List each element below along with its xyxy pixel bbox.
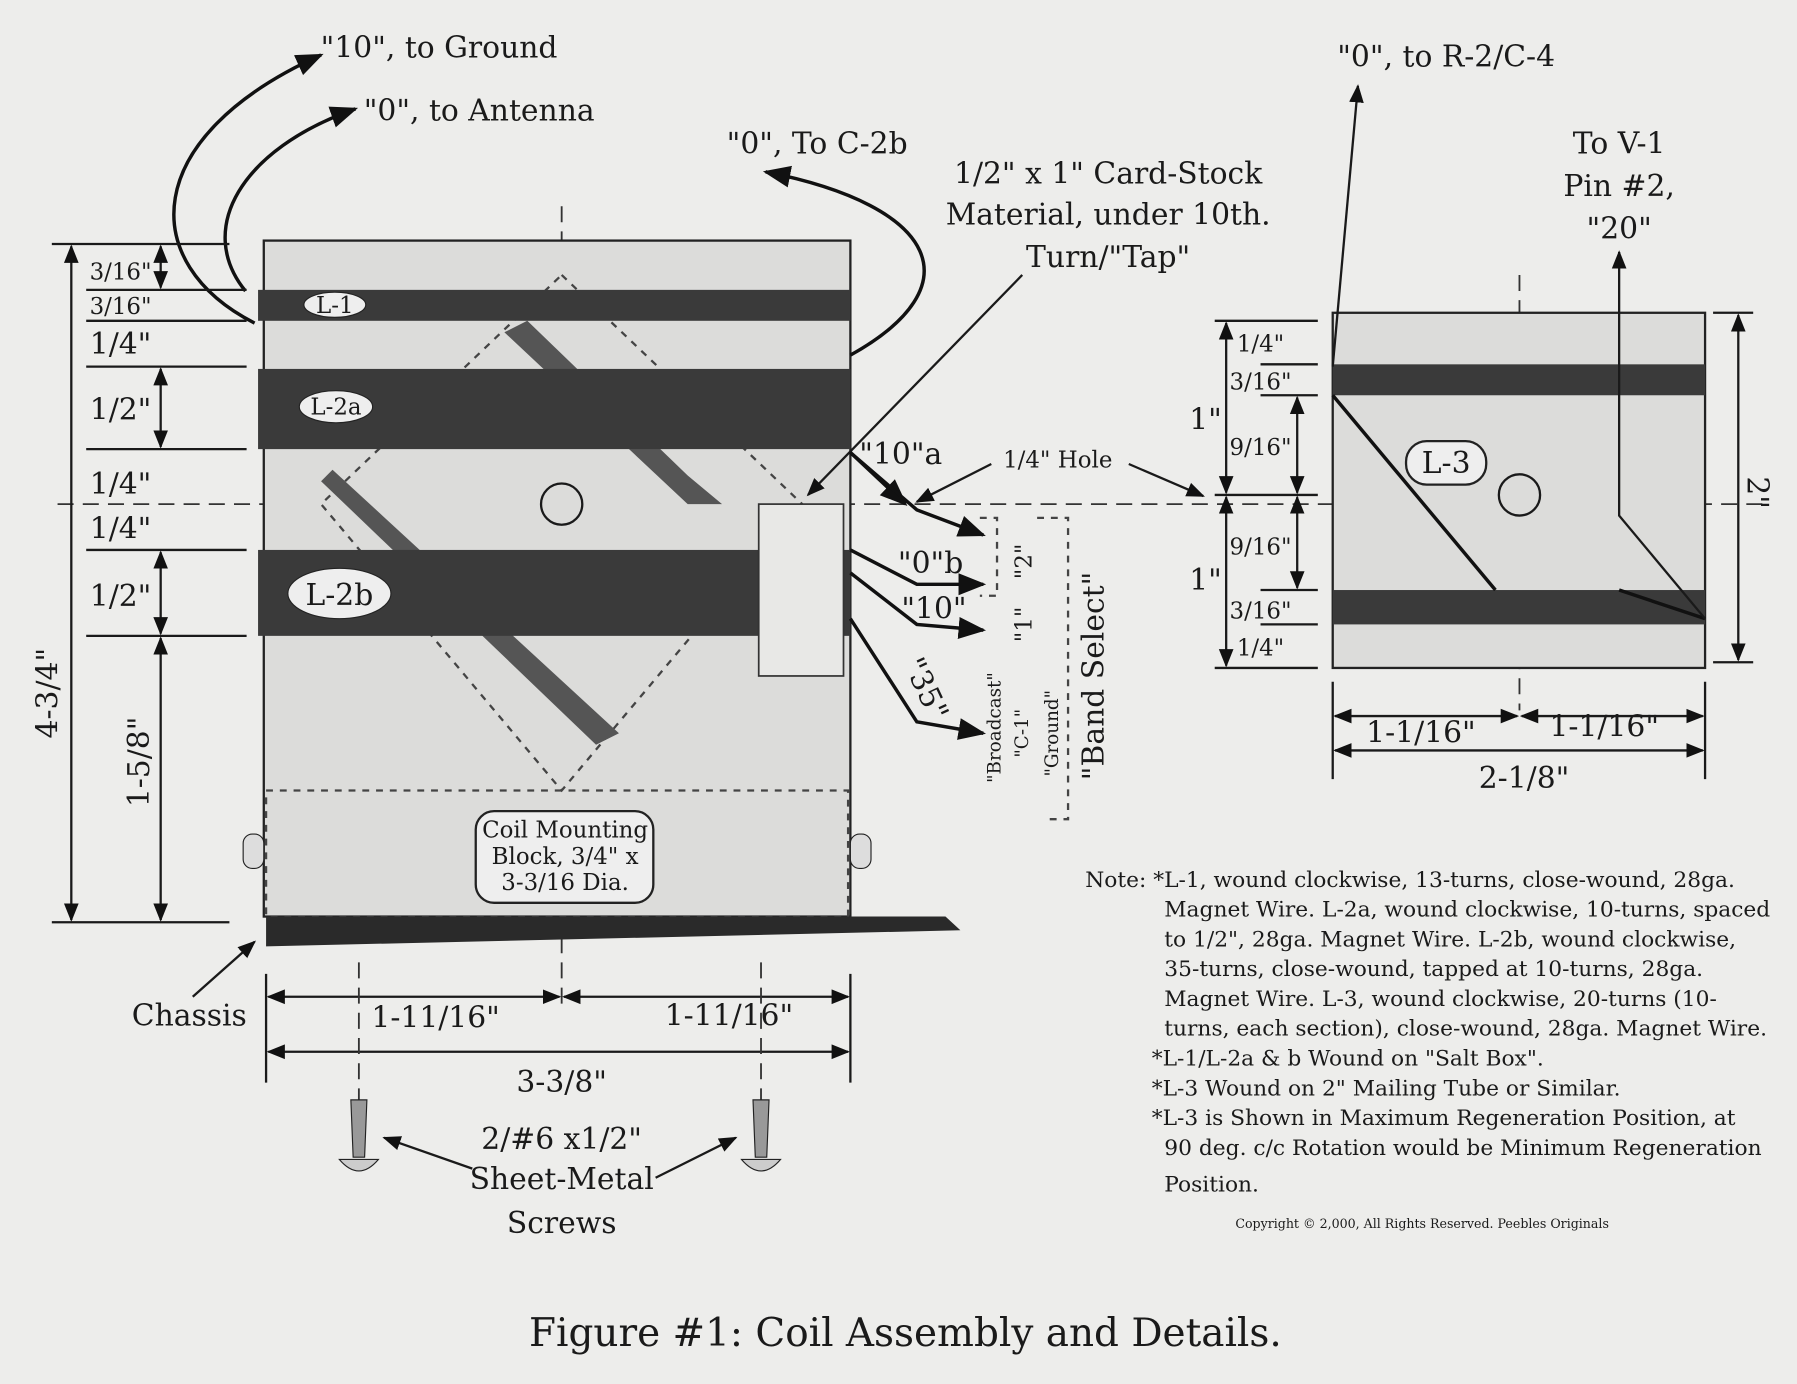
dim-1-11-16-left: 1-11/16" <box>371 1001 499 1036</box>
block-label-2: Block, 3/4" x <box>492 844 639 870</box>
card-stock-label-3: Turn/"Tap" <box>1026 240 1190 275</box>
dim-1-11-16-right: 1-11/16" <box>665 998 793 1033</box>
chassis-plate <box>266 916 961 947</box>
l1-label: L-1 <box>316 293 354 319</box>
note-line: *L-1/L-2a & b Wound on "Salt Box". <box>1152 1046 1544 1071</box>
note-line: to 1/2", 28ga. Magnet Wire. L-2b, wound … <box>1164 927 1736 952</box>
r-dim-1-bottom: 1" <box>1189 563 1222 598</box>
screw-icon <box>740 1099 782 1172</box>
l2b-label: L-2b <box>305 578 373 613</box>
screws-label-2: Sheet-Metal <box>470 1162 654 1197</box>
broadcast-label: "Broadcast" <box>984 672 1005 783</box>
label-to-ground: "10", to Ground <box>321 30 558 65</box>
label-to-antenna: "0", to Antenna <box>364 93 595 128</box>
right-coil-form <box>1214 84 1754 780</box>
label-to-v1: To V-1 <box>1573 127 1666 162</box>
band-2-label: "2" <box>1011 544 1037 580</box>
l3-label: L-3 <box>1422 446 1471 481</box>
mounting-block <box>264 789 850 918</box>
center-hole <box>539 482 584 526</box>
dim-1-4-b: 1/4" <box>90 467 152 502</box>
r-dim-9-16-b: 9/16" <box>1230 535 1292 561</box>
note-line: 90 deg. c/c Rotation would be Minimum Re… <box>1164 1136 1761 1161</box>
r-dim-1-1-16-left: 1-1/16" <box>1366 715 1476 750</box>
dim-1-4-a: 1/4" <box>90 327 152 362</box>
label-to-c2b: "0", To C-2b <box>727 127 908 162</box>
block-label-1: Coil Mounting <box>482 818 648 844</box>
dim-1-2-a: 1/2" <box>90 392 152 427</box>
r-dim-2: 2" <box>1739 476 1774 509</box>
r-dim-2-1-8: 2-1/8" <box>1479 761 1570 796</box>
block-label-3: 3-3/16 Dia. <box>501 870 629 896</box>
note-line: Magnet Wire. L-2a, wound clockwise, 10-t… <box>1164 898 1770 923</box>
band-select-label: "Band Select" <box>1077 572 1112 780</box>
screw-icon <box>338 1099 380 1172</box>
dim-1-4-c: 1/4" <box>90 511 152 546</box>
card-stock-tap <box>757 503 845 677</box>
left-dimension-lines <box>51 242 247 924</box>
coil-l3-top-winding <box>1332 364 1706 396</box>
tap-0b-label: "0"b <box>898 546 963 581</box>
label-20: "20" <box>1587 211 1652 246</box>
r-dim-9-16-a: 9/16" <box>1230 435 1292 461</box>
note-line: Position. <box>1164 1173 1259 1198</box>
bottom-dimension-lines <box>264 962 852 1100</box>
figure-title: Figure #1: Coil Assembly and Details. <box>529 1311 1282 1356</box>
note-line: turns, each section), close-wound, 28ga.… <box>1164 1017 1767 1042</box>
tap-10-label: "10" <box>901 592 966 627</box>
r-dim-1-top: 1" <box>1189 403 1222 438</box>
screws-label-1: 2/#6 x1/2" <box>481 1122 642 1157</box>
ground-band-label: "Ground" <box>1042 690 1063 777</box>
dim-3-16-a: 3/16" <box>90 260 152 286</box>
tap-10a-label: "10"a <box>859 437 942 472</box>
note-line: 35-turns, close-wound, tapped at 10-turn… <box>1164 957 1703 982</box>
quarter-inch-hole-label: 1/4" Hole <box>1003 447 1112 473</box>
r-dim-1-4-b: 1/4" <box>1237 635 1284 661</box>
note-line: *L-3 Wound on 2" Mailing Tube or Similar… <box>1152 1076 1621 1101</box>
coil-l3-bottom-winding <box>1332 590 1706 625</box>
tap-35-label: "35" <box>896 652 955 726</box>
dim-1-5-8: 1-5/8" <box>122 717 157 808</box>
r-dim-3-16-b: 3/16" <box>1230 599 1292 625</box>
note-line: Magnet Wire. L-3, wound clockwise, 20-tu… <box>1164 987 1717 1012</box>
screws-label-3: Screws <box>507 1206 617 1241</box>
band-1-label: "1" <box>1011 607 1037 643</box>
dim-1-2-b: 1/2" <box>90 579 152 614</box>
notes: Note: *L-1, wound clockwise, 13-turns, c… <box>1085 868 1770 1198</box>
r-dim-3-16-a: 3/16" <box>1230 370 1292 396</box>
card-stock-label-2: Material, under 10th. <box>946 198 1271 233</box>
label-to-r2-c4: "0", to R-2/C-4 <box>1337 39 1555 74</box>
chassis-label: Chassis <box>132 998 247 1033</box>
c1-label: "C-1" <box>1012 709 1033 758</box>
copyright: Copyright © 2,000, All Rights Reserved. … <box>1235 1216 1609 1231</box>
r-dim-1-4-a: 1/4" <box>1237 332 1284 358</box>
dim-3-3-8: 3-3/8" <box>516 1065 607 1100</box>
note-line: *L-3 is Shown in Maximum Regeneration Po… <box>1152 1106 1736 1131</box>
label-pin-2: Pin #2, <box>1563 169 1675 204</box>
r-dim-1-1-16-right: 1-1/16" <box>1549 710 1659 745</box>
dim-4-3-4: 4-3/4" <box>31 648 66 739</box>
dim-3-16-b: 3/16" <box>90 294 152 320</box>
note-line: Note: *L-1, wound clockwise, 13-turns, c… <box>1085 868 1735 893</box>
l2a-label: L-2a <box>310 395 361 421</box>
card-stock-label-1: 1/2" x 1" Card-Stock <box>954 156 1263 191</box>
